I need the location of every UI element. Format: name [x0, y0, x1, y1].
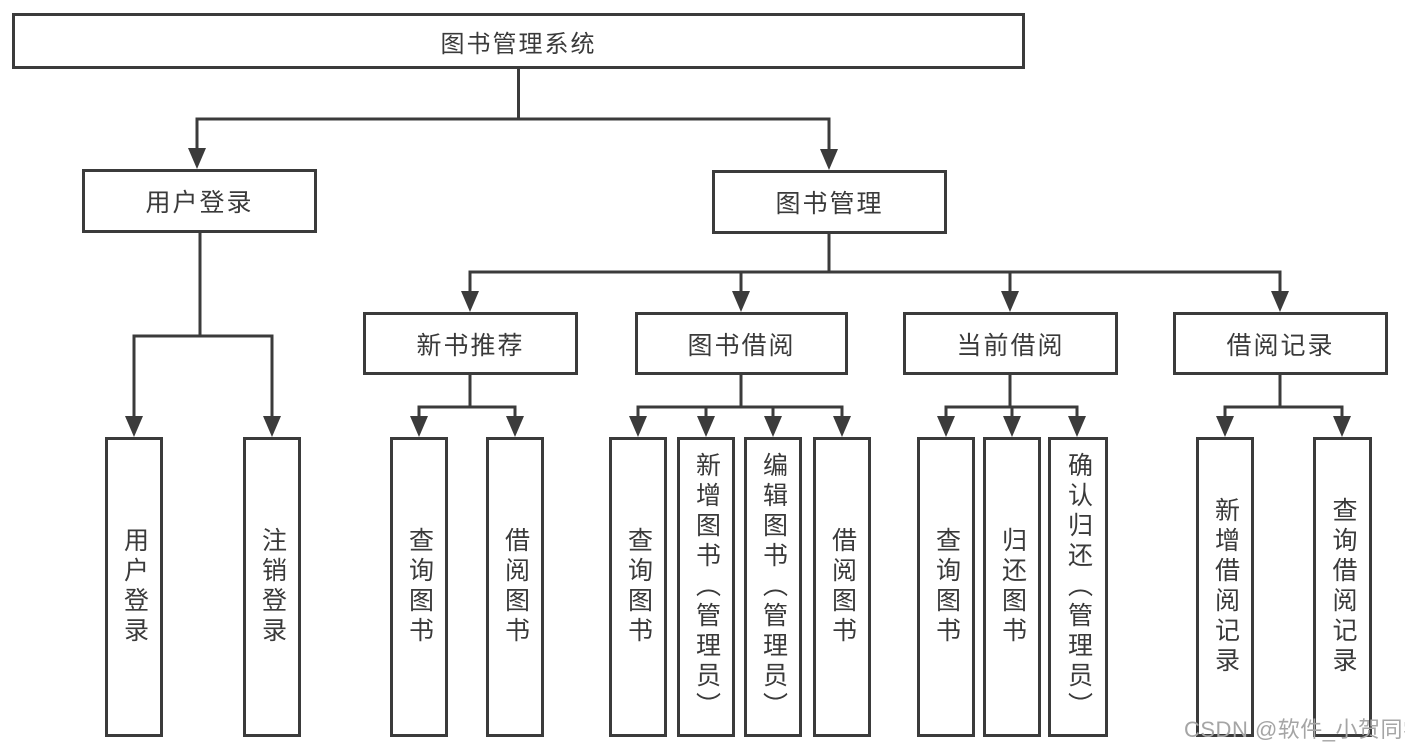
leaf-logout: 注销登录 [243, 437, 301, 737]
node-label: 查询图书 [624, 527, 653, 647]
leaf-confirm-return-admin: 确认归还（管理员） [1048, 437, 1108, 737]
node-label: 查询借阅记录 [1329, 497, 1357, 677]
node-book-borrowing: 图书借阅 [635, 312, 848, 375]
leaf-borrow-books: 借阅图书 [486, 437, 544, 737]
csdn-watermark: CSDN @软件_小贺同学 [1184, 717, 1405, 742]
leaf-edit-books-admin: 编辑图书（管理员） [744, 437, 802, 737]
node-label: 新增图书（管理员） [692, 452, 721, 722]
node-label: 新书推荐 [416, 331, 525, 360]
node-label: 用户登录 [145, 189, 254, 217]
node-label: 归还图书 [998, 527, 1027, 647]
node-label: 图书借阅 [687, 331, 796, 360]
node-label: 图书管理系统 [440, 30, 597, 58]
node-label: 查询图书 [405, 527, 434, 647]
node-book-management-branch: 图书管理 [712, 170, 947, 234]
node-label: 注销登录 [258, 527, 287, 647]
leaf-borrow-books: 借阅图书 [813, 437, 871, 737]
leaf-query-books: 查询图书 [390, 437, 448, 737]
node-label: 借阅记录 [1226, 331, 1335, 360]
node-system-root: 图书管理系统 [12, 13, 1025, 69]
node-new-book-recommend: 新书推荐 [363, 312, 578, 375]
node-label: 当前借阅 [956, 331, 1065, 360]
leaf-query-books: 查询图书 [917, 437, 975, 737]
node-label: 用户登录 [120, 527, 149, 647]
leaf-query-borrow-record: 查询借阅记录 [1313, 437, 1372, 737]
leaf-add-borrow-record: 新增借阅记录 [1196, 437, 1254, 737]
node-label: 借阅图书 [828, 527, 857, 647]
leaf-add-books-admin: 新增图书（管理员） [677, 437, 735, 737]
node-label: 图书管理 [775, 190, 884, 218]
leaf-return-books: 归还图书 [983, 437, 1041, 737]
node-label: 查询图书 [932, 527, 961, 647]
node-label: 编辑图书（管理员） [759, 452, 788, 722]
node-label: 新增借阅记录 [1211, 497, 1240, 677]
node-current-borrowing: 当前借阅 [903, 312, 1118, 375]
node-label: 借阅图书 [501, 527, 530, 647]
node-user-login-branch: 用户登录 [82, 169, 317, 233]
node-label: 确认归还（管理员） [1064, 452, 1093, 722]
leaf-query-books: 查询图书 [609, 437, 667, 737]
node-borrowing-records: 借阅记录 [1173, 312, 1388, 375]
leaf-user-login: 用户登录 [105, 437, 163, 737]
